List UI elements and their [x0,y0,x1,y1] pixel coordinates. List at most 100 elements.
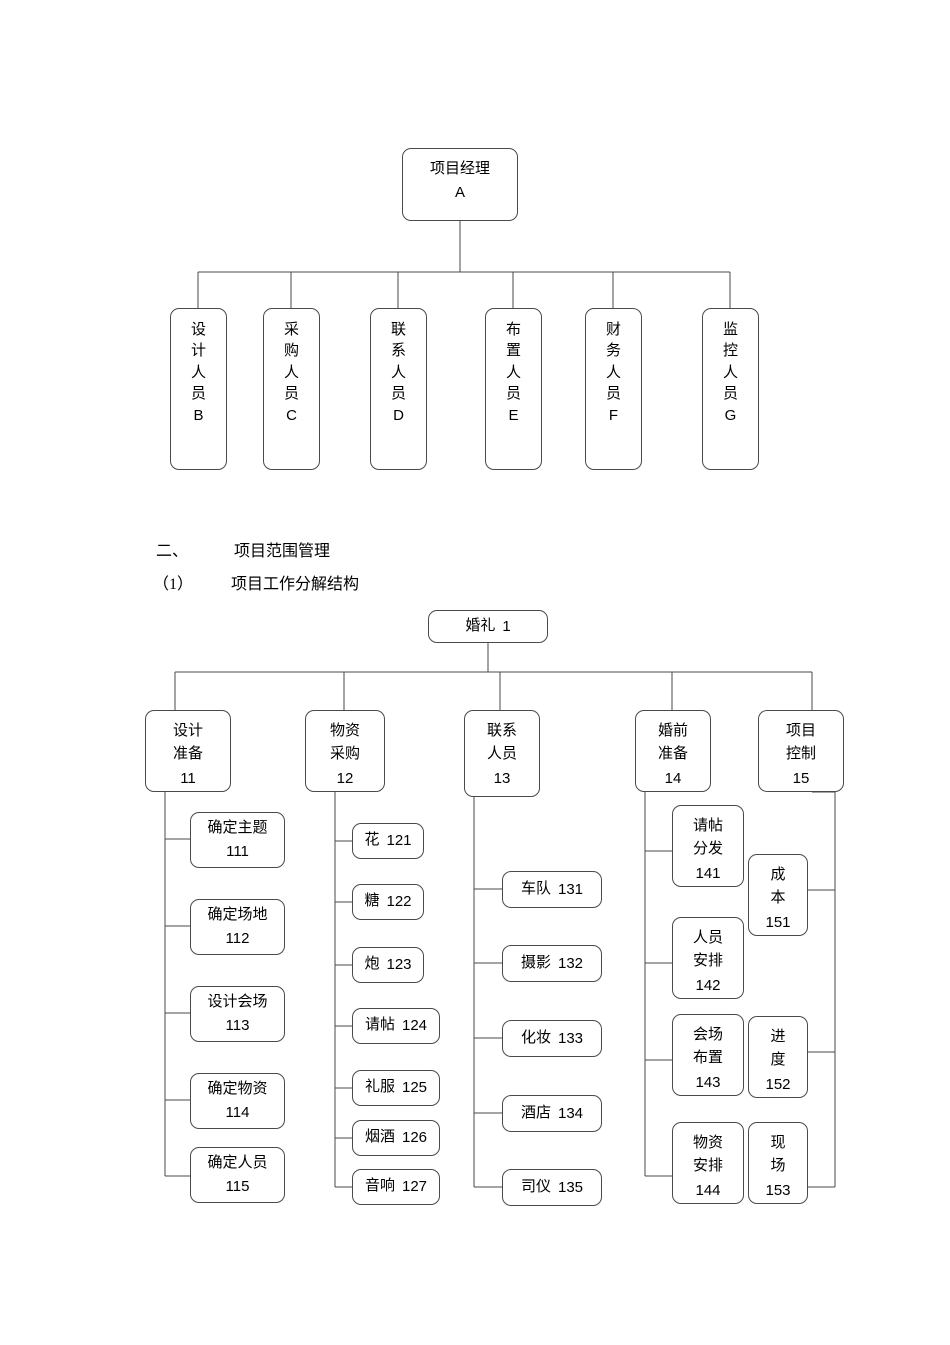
wbs-leaf-code: 124 [401,1017,428,1035]
wbs-leaf-title-line1: 进 [770,1029,786,1045]
wbs-leaf-code: 152 [765,1075,791,1093]
wbs-leaf-code: 144 [695,1181,721,1199]
wbs-leaf-code: 115 [225,1178,250,1195]
org-root-node: 项目经理 A [402,148,518,221]
wbs-leaf-node: 确定物资 114 [190,1073,285,1129]
wbs-leaf-code: 141 [695,864,721,882]
wbs-leaf-node: 会场 布置 143 [672,1014,744,1096]
wbs-leaf-node: 物资 安排 144 [672,1122,744,1204]
wbs-leaf-code: 142 [695,976,721,994]
org-member-code: G [724,407,737,425]
heading-number: 二、 [156,543,189,560]
org-member-node: 采 购 人 员 C [263,308,320,470]
wbs-leaf-node: 请帖 分发 141 [672,805,744,887]
wbs-branch-node: 物资 采购 12 [305,710,385,792]
org-member-code: F [608,407,619,425]
wbs-leaf-title-line2: 布置 [692,1050,723,1067]
wbs-leaf-title: 音响 [364,1178,395,1195]
org-member-title-c4: 布 [505,322,521,338]
wbs-leaf-code: 125 [401,1079,428,1097]
wbs-leaf-title: 摄影 [520,954,551,971]
wbs-leaf-node: 摄影 132 [502,945,602,982]
wbs-leaf-title: 糖 [364,893,380,910]
wbs-leaf-node: 请帖 124 [352,1008,440,1044]
wbs-branch-node: 联系 人员 13 [464,710,540,797]
org-member-title-c5: 财 [605,322,621,338]
wbs-leaf-code: 111 [226,843,249,860]
wbs-leaf-title: 花 [364,832,380,849]
heading-section-2: 二、 项目范围管理 [140,519,330,579]
org-root-code: A [454,184,465,202]
wbs-leaf-node: 司仪 135 [502,1169,602,1206]
wbs-leaf-node: 现 场 153 [748,1122,808,1204]
heading-text: 项目工作分解结构 [231,576,360,593]
wbs-leaf-node: 化妆 133 [502,1020,602,1057]
wbs-leaf-code: 135 [557,1178,584,1196]
wbs-leaf-code: 143 [695,1073,721,1091]
wbs-leaf-code: 132 [557,954,584,972]
org-member-title-c6: 监 [722,322,738,338]
wbs-root-node: 婚礼 1 [428,610,548,643]
wbs-branch-title-line2: 准备 [172,746,203,763]
wbs-leaf-code: 121 [386,832,412,850]
org-member-node: 布 置 人 员 E [485,308,542,470]
wbs-branch-title-line2: 控制 [785,746,816,763]
wbs-leaf-code: 123 [386,956,412,974]
wbs-leaf-title-line1: 成 [770,867,786,883]
wbs-leaf-title: 化妆 [520,1029,551,1046]
wbs-branch-title-line2: 人员 [486,746,517,763]
wbs-leaf-node: 确定主题 111 [190,812,285,868]
wbs-leaf-node: 音响 127 [352,1169,440,1205]
wbs-leaf-title-line1: 请帖 [692,818,723,834]
org-member-code: E [508,407,519,425]
wbs-branch-title-line1: 物资 [329,723,360,739]
wbs-leaf-node: 炮 123 [352,947,424,983]
wbs-leaf-title: 烟酒 [364,1129,395,1146]
wbs-root-title: 婚礼 [465,617,496,634]
wbs-leaf-title-line2: 本 [770,890,786,907]
wbs-branch-node: 项目 控制 15 [758,710,844,792]
wbs-branch-code: 13 [493,769,511,787]
wbs-leaf-node: 成 本 151 [748,854,808,936]
wbs-leaf-node: 礼服 125 [352,1070,440,1106]
wbs-leaf-node: 人员 安排 142 [672,917,744,999]
wbs-leaf-title: 司仪 [520,1178,551,1195]
org-member-node: 联 系 人 员 D [370,308,427,470]
wbs-leaf-title-line2: 度 [770,1052,786,1069]
org-member-code: D [393,407,404,425]
wbs-leaf-node: 进 度 152 [748,1016,808,1098]
wbs-leaf-title: 车队 [520,880,551,897]
org-member-title-c3: 联 [390,322,406,338]
wbs-leaf-node: 确定场地 112 [190,899,285,955]
wbs-leaf-node: 酒店 134 [502,1095,602,1132]
org-member-title-c2: 采 [283,322,299,338]
wbs-leaf-title: 确定人员 [207,1154,268,1171]
heading-number: （1） [153,576,194,593]
wbs-leaf-title-line1: 人员 [692,930,723,946]
wbs-leaf-title: 请帖 [364,1017,395,1034]
heading-text: 项目范围管理 [234,543,331,560]
wbs-leaf-code: 131 [557,880,584,898]
org-root-title: 项目经理 [429,161,490,177]
wbs-leaf-title: 确定物资 [207,1080,268,1097]
wbs-leaf-title: 设计会场 [207,993,268,1010]
wbs-leaf-node: 糖 122 [352,884,424,920]
wbs-leaf-title: 酒店 [520,1104,551,1121]
wbs-branch-title-line1: 设计 [172,723,203,739]
wbs-branch-code: 11 [180,769,196,787]
wbs-leaf-code: 151 [765,913,791,931]
wbs-leaf-code: 127 [401,1178,428,1196]
org-member-node: 财 务 人 员 F [585,308,642,470]
wbs-leaf-title-line2: 分发 [692,841,723,858]
wbs-leaf-code: 133 [557,1029,584,1047]
wbs-branch-node: 设计 准备 11 [145,710,231,792]
wbs-leaf-title: 确定主题 [207,819,268,836]
wbs-leaf-node: 车队 131 [502,871,602,908]
wbs-leaf-title-line2: 安排 [692,1158,723,1175]
wbs-leaf-code: 113 [225,1017,250,1034]
org-member-title-c1: 设 [190,322,206,338]
wbs-branch-title-line1: 项目 [785,723,816,739]
org-member-code: B [193,407,204,425]
wbs-leaf-node: 烟酒 126 [352,1120,440,1156]
